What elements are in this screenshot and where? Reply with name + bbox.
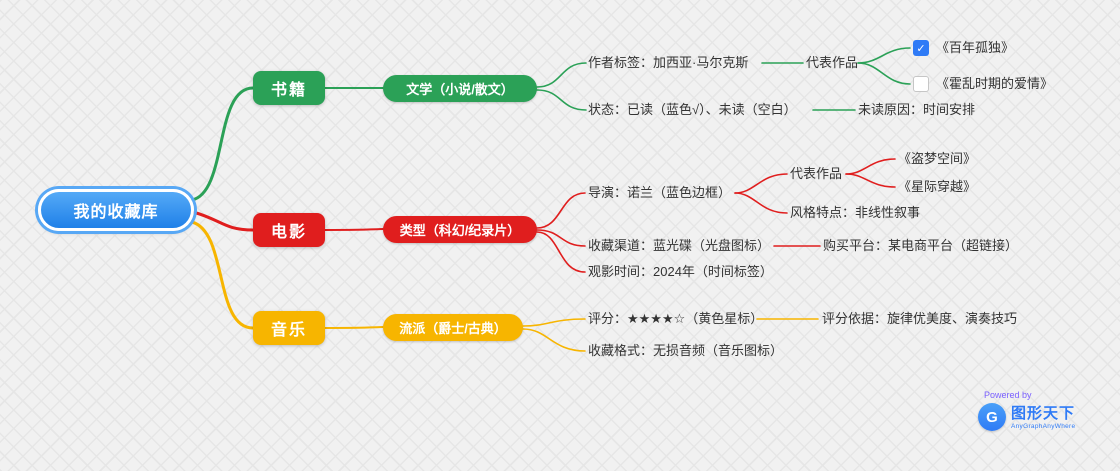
logo-letter: G bbox=[986, 408, 998, 426]
leaf-movies-work2[interactable]: 《星际穿越》 bbox=[898, 179, 977, 194]
connector-topic-channel bbox=[536, 229, 586, 247]
connector-director-style bbox=[734, 192, 788, 214]
connector-topic-status bbox=[536, 89, 587, 111]
connector-topic-rating bbox=[522, 318, 586, 327]
branch-node-movies[interactable]: 电影 bbox=[253, 213, 325, 247]
connector-music-topic bbox=[324, 326, 384, 329]
root-node[interactable]: 我的收藏库 bbox=[38, 189, 194, 231]
leaf-books-unread-reason[interactable]: 未读原因：时间安排 bbox=[858, 102, 976, 117]
checkbox-checked-icon[interactable] bbox=[913, 40, 929, 56]
leaf-movies-work1[interactable]: 《盗梦空间》 bbox=[898, 151, 977, 166]
connector-works-book2 bbox=[857, 62, 911, 85]
checkbox-unchecked-icon[interactable] bbox=[913, 76, 929, 92]
connector-root-music bbox=[190, 220, 255, 330]
topic-label-movies: 类型（科幻/纪录片） bbox=[399, 223, 521, 238]
connector-director-works bbox=[734, 173, 788, 194]
connector-topic-format bbox=[522, 328, 586, 352]
branch-node-music[interactable]: 音乐 bbox=[253, 311, 325, 345]
leaf-movies-platform[interactable]: 购买平台：某电商平台（超链接） bbox=[823, 238, 1019, 253]
topic-label-books: 文学（小说/散文） bbox=[406, 82, 514, 97]
brand-name-link[interactable]: 图形天下 bbox=[1011, 405, 1076, 422]
connector-root-movies bbox=[191, 210, 255, 232]
connector-works-film1 bbox=[845, 158, 896, 175]
leaf-books-work2[interactable]: 《霍乱时期的爱情》 bbox=[913, 76, 1053, 92]
leaf-movies-director[interactable]: 导演：诺兰（蓝色边框） bbox=[588, 185, 732, 200]
connector-movies-topic bbox=[324, 228, 384, 231]
leaf-movies-channel[interactable]: 收藏渠道：蓝光碟（光盘图标） bbox=[588, 238, 771, 253]
book-title-2: 《霍乱时期的爱情》 bbox=[936, 76, 1054, 91]
brand-slogan: AnyGraphAnyWhere bbox=[1011, 423, 1076, 430]
watermark: Powered by G 图形天下 AnyGraphAnyWhere bbox=[978, 390, 1118, 431]
leaf-music-rating-basis[interactable]: 评分依据：旋律优美度、演奏技巧 bbox=[822, 311, 1018, 326]
book-title-1: 《百年孤独》 bbox=[936, 40, 1015, 55]
branch-label-movies: 电影 bbox=[270, 224, 307, 241]
connector-topic-director bbox=[536, 192, 586, 229]
branch-label-music: 音乐 bbox=[270, 322, 307, 339]
branch-node-books[interactable]: 书籍 bbox=[253, 71, 325, 105]
leaf-books-author[interactable]: 作者标签：加西亚·马尔克斯 bbox=[588, 55, 749, 70]
powered-by-label: Powered by bbox=[984, 390, 1032, 400]
topic-node-movies-genre[interactable]: 类型（科幻/纪录片） bbox=[383, 216, 537, 243]
connector-topic-time bbox=[536, 231, 586, 273]
topic-label-music: 流派（爵士/古典） bbox=[399, 321, 507, 336]
topic-node-music-genre[interactable]: 流派（爵士/古典） bbox=[383, 314, 523, 341]
leaf-movies-works-label[interactable]: 代表作品 bbox=[790, 166, 843, 181]
leaf-books-work1[interactable]: 《百年孤独》 bbox=[913, 40, 1014, 56]
root-label: 我的收藏库 bbox=[73, 204, 159, 221]
leaf-music-rating[interactable]: 评分：★★★★☆（黄色星标） bbox=[588, 311, 764, 326]
leaf-music-format[interactable]: 收藏格式：无损音频（音乐图标） bbox=[588, 343, 784, 358]
connector-works-book1 bbox=[857, 47, 911, 64]
graphics-world-logo-icon: G bbox=[978, 403, 1006, 431]
leaf-books-status[interactable]: 状态：已读（蓝色√）、未读（空白） bbox=[588, 102, 797, 117]
leaf-movies-watch-time[interactable]: 观影时间：2024年（时间标签） bbox=[588, 264, 773, 279]
connector-works-film2 bbox=[845, 173, 896, 188]
connector-topic-author bbox=[536, 62, 587, 88]
leaf-movies-style[interactable]: 风格特点：非线性叙事 bbox=[790, 205, 921, 220]
branch-label-books: 书籍 bbox=[270, 82, 307, 99]
connector-root-books bbox=[190, 86, 255, 202]
leaf-books-works-label[interactable]: 代表作品 bbox=[806, 55, 859, 70]
topic-node-books-literature[interactable]: 文学（小说/散文） bbox=[383, 75, 537, 102]
